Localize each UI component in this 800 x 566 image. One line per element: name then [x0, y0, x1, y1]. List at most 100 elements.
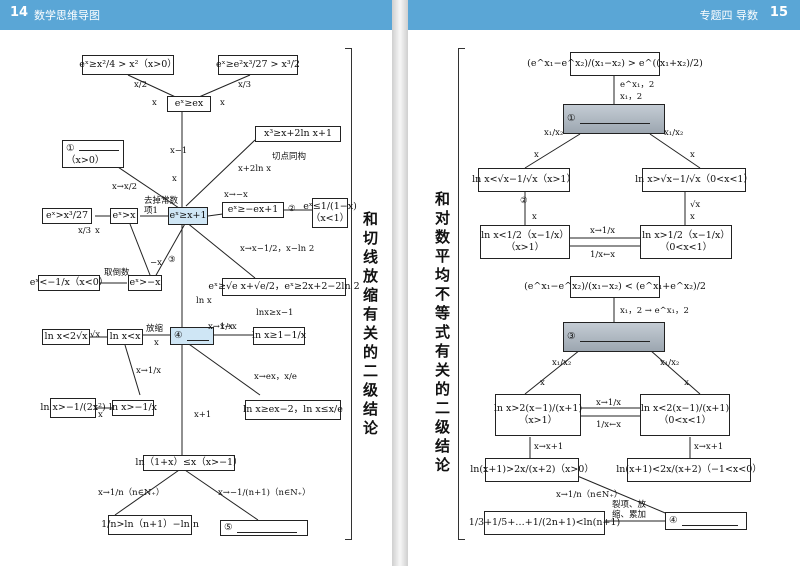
label-s5: x₁/x₂ [664, 128, 684, 138]
label-t14: x→x−1/2，x−ln 2 [240, 244, 315, 254]
blank-box-r3[interactable]: ③ [563, 322, 665, 352]
label-t10: 去掉常数项1 [144, 196, 179, 216]
label-t24: x→1/x [208, 322, 233, 332]
label-s17: x [684, 378, 689, 388]
box-lnx-gt-log-mean: ln x>2(x−1)/(x+1)（x>1） [494, 394, 582, 436]
label-t15: 取倒数 [104, 268, 130, 278]
label-t7: x+2ln x [238, 164, 272, 174]
box-exp-mean-gt: (e^x₁−e^x₂)/(x₁−x₂) > e^((x₁+x₂)/2) [527, 52, 703, 76]
box-lnx-ge-1-minus-inv: ln x≥1−1/x [252, 327, 306, 345]
label-s20: x→x+1 [534, 442, 564, 452]
box-ex-x3: eˣ≥e²x³/27 > x³/2 [216, 55, 300, 75]
blank-box-r4[interactable]: ④ [665, 512, 747, 530]
box-ln-x-plus-1-lt: ln(x+1)<2x/(x+2)（−1<x<0） [616, 458, 762, 482]
box-ex-x3-27: eˣ>x³/27 [42, 208, 92, 224]
label-t5: x−1 [170, 146, 188, 156]
label-t27: x+1 [194, 410, 212, 420]
box-x3-lnx: x³≥x+2ln x+1 [255, 126, 341, 142]
label-s4: x [534, 150, 539, 160]
label-s23: 裂项、放缩、累加 [612, 500, 647, 520]
box-ln-1-plus-x: ln（1+x）≤x（x>−1） [135, 455, 243, 471]
book-gutter [392, 0, 408, 566]
label-t29: x→−1/(n+1)（n∈N₊） [218, 488, 311, 498]
left-header-band: 14 数学思维导图 [0, 0, 392, 30]
label-s15: x [540, 378, 545, 388]
box-odd-harmonic: 1/3+1/5+…+1/(2n+1)<ln(n+1) [469, 511, 620, 535]
label-s13: x₁，2 → e^x₁，2 [620, 306, 689, 316]
blank-box-5[interactable]: ⑤ [220, 520, 308, 536]
label-s10: x [690, 212, 695, 222]
box-ex-quarter-x2: eˣ≥x²/4 > x²（x>0） [79, 55, 177, 75]
box-ex-neg-inv-x: eˣ<−1/x（x<0） [30, 275, 108, 291]
label-s22: x→1/n（n∈N₊） [556, 490, 623, 500]
label-t19: √x [90, 330, 101, 340]
label-s16: x₁/x₂ [660, 358, 680, 368]
box-exp-mean-lt: (e^x₁−e^x₂)/(x₁−x₂) < (e^x₁+e^x₂)/2 [524, 276, 706, 298]
box-lnx-lt-half: ln x<1/2（x−1/x）（x>1） [480, 225, 570, 259]
label-s3: x₁/x₂ [544, 128, 564, 138]
box-ln-x-plus-1-gt: ln(x+1)>2x/(x+2)（x>0） [470, 458, 594, 482]
box-lnx-gt-half: ln x>1/2（x−1/x）（0<x<1） [640, 225, 732, 259]
label-s14: x₁/x₂ [552, 358, 572, 368]
box-lnx-gt-neg-inv-2x2: ln x>−1/(2x²) [40, 398, 106, 418]
label-t17: ln x [196, 296, 212, 306]
left-page-number: 14 [10, 5, 29, 20]
box-lnx-lt-sqrt: ln x<√x−1/√x（x>1） [472, 168, 576, 192]
box-lnx-lt-x: ln x<x [107, 329, 143, 345]
right-vertical-title: 和对数平均不等式有关的二级结论 [434, 190, 451, 474]
label-s12: 1/x←x [590, 250, 615, 260]
box-lnx-gt-neg-inv-x: ln x>−1/x [109, 400, 157, 416]
label-t2: x [152, 98, 157, 108]
label-t8: 切点同构 [272, 152, 307, 162]
box-harmonic-ln: 1/n>ln（n+1）−ln n [101, 515, 199, 535]
box-ex-ge-ex: eˣ≥ex [167, 96, 211, 112]
label-s11: x→1/x [590, 226, 615, 236]
box-lnx-ex-minus-2: ln x≥ex−2，ln x≤x/e [243, 400, 343, 420]
box-ex-ge-x-plus-1: eˣ≥x+1 [168, 207, 208, 225]
label-s19: 1/x←x [596, 420, 621, 430]
blank-box-4[interactable]: ④ [170, 327, 214, 345]
label-s7: ② [520, 196, 528, 206]
label-t18: x→x [220, 322, 237, 332]
label-t1: x/2 [134, 80, 148, 90]
label-s21: x→x+1 [694, 442, 724, 452]
label-t12: x [95, 226, 100, 236]
label-t25: x [98, 410, 103, 420]
label-t23: lnx≥x−1 [256, 308, 294, 318]
box-ex-gt-neg-x: eˣ>−x [128, 275, 162, 291]
label-t3: x/3 [238, 80, 252, 90]
box-ex-le-inv: eˣ≤1/(1−x)（x<1） [303, 198, 357, 228]
box-ex-sqrt-e: eˣ≥√e x+√e/2，eˣ≥2x+2−2ln 2 [208, 278, 360, 296]
label-s2: x₁，2 [620, 92, 643, 102]
blank-box-1[interactable]: ①（x>0） [62, 140, 124, 168]
label-s9: √x [690, 200, 701, 210]
label-circle-2: ② [288, 204, 296, 214]
box-lnx-lt-2sqrtx: ln x<2√x [42, 329, 90, 345]
label-t6: x [172, 174, 177, 184]
label-t13: x/3 [78, 226, 92, 236]
blank-box-r1[interactable]: ① [563, 104, 665, 134]
box-ex-gt-x: eˣ>x [110, 208, 138, 224]
label-s6: x [690, 150, 695, 160]
label-circle-3: ③ [168, 255, 176, 265]
box-ex-ge-neg-ex: eˣ≥−ex+1 [222, 202, 284, 218]
box-lnx-gt-sqrt: ln x>√x−1/√x（0<x<1） [635, 168, 753, 192]
label-t21: 放缩 [146, 324, 164, 334]
left-bracket [345, 48, 352, 540]
label-t20: x [154, 338, 159, 348]
left-header-text: 数学思维导图 [34, 9, 100, 22]
label-t26: x→ex，x/e [254, 372, 297, 382]
label-t28: x→1/n（n∈N₊） [98, 488, 165, 498]
label-s8: x [532, 212, 537, 222]
right-page-number: 15 [769, 5, 788, 20]
label-t22: x→1/x [136, 366, 161, 376]
label-t9: x→x/2 [112, 182, 137, 192]
right-header-band: 专题四 导数 15 [408, 0, 800, 30]
box-lnx-lt-log-mean: ln x<2(x−1)/(x+1)（0<x<1） [640, 394, 730, 436]
label-t16: −x [150, 258, 162, 268]
label-s18: x→1/x [596, 398, 621, 408]
label-t4: x [220, 98, 225, 108]
left-vertical-title: 和切线放缩有关的二级结论 [362, 210, 379, 437]
right-bracket [458, 48, 465, 540]
